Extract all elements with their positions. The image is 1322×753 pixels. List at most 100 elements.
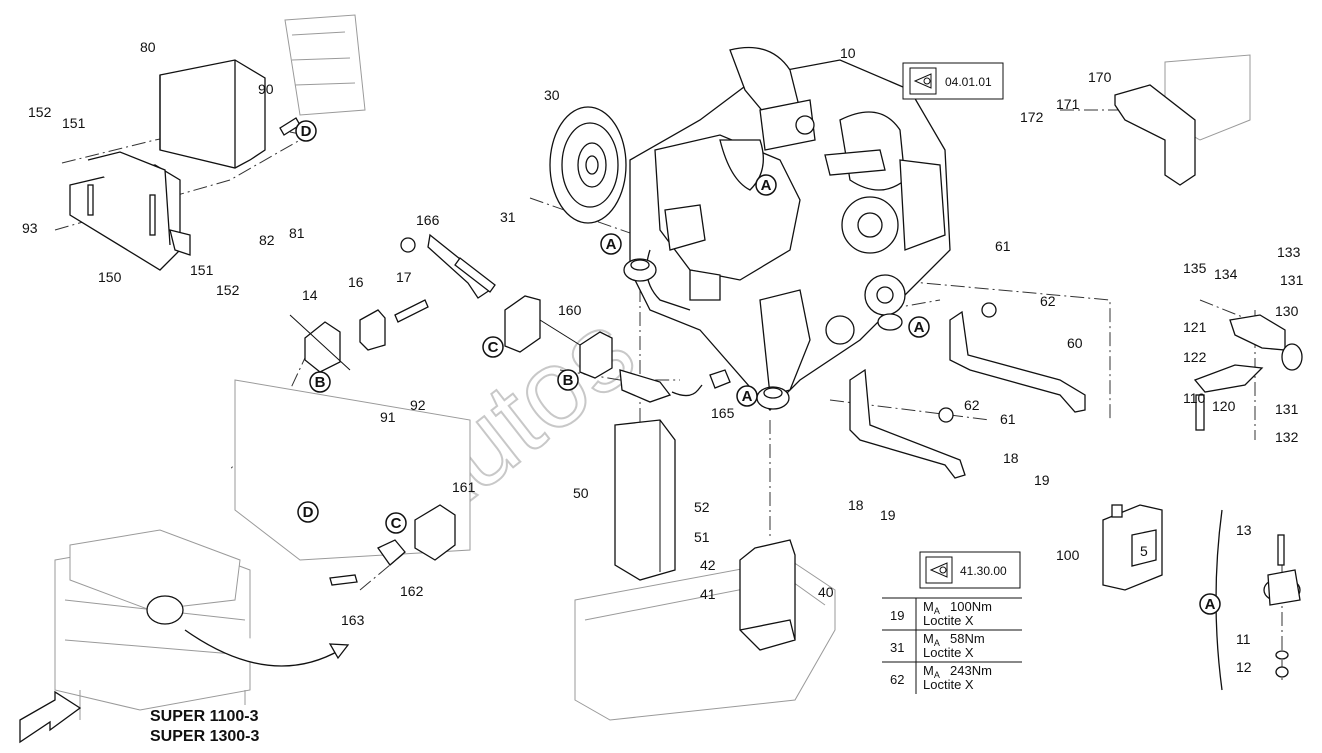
part-number-label: 31 [500, 209, 516, 225]
part-number-label: 122 [1183, 349, 1207, 365]
part-number-label: 61 [1000, 411, 1016, 427]
torque-row-value: 243Nm [950, 663, 992, 678]
part-number-label: 170 [1088, 69, 1112, 85]
part-number-label: 13 [1236, 522, 1252, 538]
part-number-label: 92 [410, 397, 426, 413]
svg-text:D: D [301, 123, 312, 140]
flywheel [549, 106, 627, 224]
bracket-170 [1114, 84, 1196, 186]
part-number-label: 120 [1212, 398, 1236, 414]
reference-code-1: 04.01.01 [945, 75, 992, 89]
part-number-label: 110 [1183, 390, 1206, 406]
part-number-label: 81 [289, 225, 305, 241]
part-number-label: 133 [1277, 244, 1301, 260]
part-number-label: 171 [1056, 96, 1080, 112]
part-number-label: 90 [258, 81, 274, 97]
part-number-label: 130 [1275, 303, 1299, 319]
part-number-label: 134 [1214, 266, 1238, 282]
part-number-label: 131 [1275, 401, 1299, 417]
callout-a: A [600, 233, 622, 255]
part-number-label: 152 [216, 282, 240, 298]
part-number-label: 17 [396, 269, 412, 285]
paver-thumbnail [19, 529, 350, 744]
engine-assembly [629, 46, 951, 411]
part-number-label: 151 [62, 115, 86, 131]
part-number-label: 30 [544, 87, 560, 103]
callout-markers: A A A A B B C C D D A [295, 120, 1221, 615]
part-number-label: 19 [1034, 472, 1050, 488]
svg-text:A: A [606, 236, 617, 253]
svg-text:A: A [914, 319, 925, 336]
part-number-label: 82 [259, 232, 275, 248]
callout-a: A [1199, 593, 1221, 615]
engine-mounts [623, 258, 903, 410]
torque-row-prefix: MA [923, 631, 940, 648]
engine-brackets-60 [849, 302, 1086, 479]
callout-b: B [557, 369, 579, 391]
canister-label: 5 [1140, 543, 1148, 559]
part-number-label: 135 [1183, 260, 1207, 276]
torque-row-value: 58Nm [950, 631, 985, 646]
part-number-label: 62 [1040, 293, 1056, 309]
torque-row-note: Loctite X [923, 645, 974, 660]
part-number-label: 52 [694, 499, 710, 515]
svg-text:C: C [488, 339, 499, 356]
callout-a: A [755, 174, 777, 196]
bracket-130 [1193, 314, 1303, 431]
part-number-label: 12 [1236, 659, 1252, 675]
part-number-label: 150 [98, 269, 122, 285]
throttle-cable [400, 233, 731, 403]
cable-bracket [329, 504, 456, 586]
model-name-2: SUPER 1300-3 [150, 728, 259, 745]
callout-c: C [482, 336, 504, 358]
part-number-label: 165 [711, 405, 735, 421]
part-number-label: 161 [452, 479, 476, 495]
part-number-label: 162 [400, 583, 424, 599]
svg-text:B: B [563, 372, 574, 389]
svg-text:B: B [315, 374, 326, 391]
part-number-label: 100 [1056, 547, 1080, 563]
part-number-label: 50 [573, 485, 589, 501]
reference-box-2: 41.30.00 [919, 551, 1021, 589]
part-number-label: 61 [995, 238, 1011, 254]
part-number-label: 172 [1020, 109, 1044, 125]
part-number-label: 16 [348, 274, 364, 290]
torque-row-pos: 62 [890, 672, 904, 687]
part-number-label: 132 [1275, 429, 1299, 445]
torque-row-pos: 31 [890, 640, 904, 655]
part-number-label: 18 [1003, 450, 1019, 466]
torque-row-note: Loctite X [923, 677, 974, 692]
part-number-label: 51 [694, 529, 710, 545]
callout-a: A [736, 385, 758, 407]
svg-text:C: C [391, 515, 402, 532]
callout-d: D [295, 120, 317, 142]
part-number-label: 93 [22, 220, 38, 236]
ecu-housing [69, 59, 266, 271]
part-number-label: 152 [28, 104, 52, 120]
torque-row-prefix: MA [923, 599, 940, 616]
part-number-label: 160 [558, 302, 582, 318]
part-number-label: 42 [700, 557, 716, 573]
svg-text:A: A [742, 388, 753, 405]
view-icon [929, 562, 948, 578]
part-number-label: 131 [1280, 272, 1304, 288]
part-number-label: 60 [1067, 335, 1083, 351]
torque-row-pos: 19 [890, 608, 904, 623]
torque-table: 19 MA 100Nm Loctite X 31 MA 58Nm Loctite… [882, 597, 1022, 694]
svg-text:A: A [1205, 596, 1216, 613]
part-number-label: 80 [140, 39, 156, 55]
part-number-label: 121 [1183, 319, 1207, 335]
part-number-label: 14 [302, 287, 318, 303]
part-number-label: 10 [840, 45, 856, 61]
part-number-label: 166 [416, 212, 440, 228]
clamp-assembly [289, 299, 429, 373]
oil-canister: 5 [1102, 504, 1163, 591]
torque-row-note: Loctite X [923, 613, 974, 628]
callout-b: B [309, 371, 331, 393]
callout-d: D [297, 501, 319, 523]
part-number-label: 91 [380, 409, 396, 425]
part-number-label: 163 [341, 612, 365, 628]
part-number-label: 19 [880, 507, 896, 523]
svg-text:D: D [303, 504, 314, 521]
